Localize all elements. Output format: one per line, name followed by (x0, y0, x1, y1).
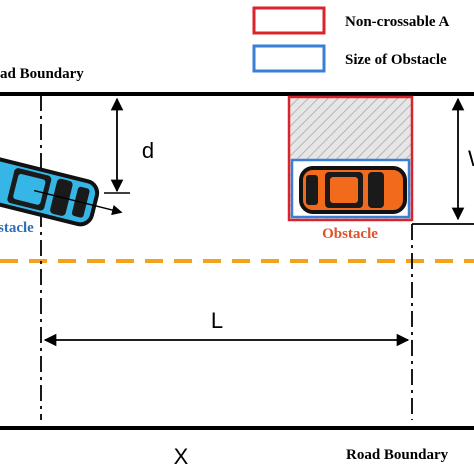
legend-non-crossable-swatch (252, 6, 326, 35)
ego-label-partial: stacle (0, 220, 34, 236)
top-boundary-label: ad Boundary (0, 66, 84, 82)
obstacle-label: Obstacle (322, 226, 378, 242)
ego-car (0, 157, 123, 227)
legend-obstacle-size-label: Size of Obstacle (345, 52, 447, 68)
l-label: L (211, 308, 223, 333)
x-axis-label: X (174, 444, 189, 469)
w-label: W (468, 146, 474, 171)
d-label: d (142, 138, 154, 163)
bottom-boundary-label: Road Boundary (346, 447, 449, 463)
legend-non-crossable-label: Non-crossable A (345, 14, 449, 30)
obstacle-car (299, 166, 407, 214)
legend-obstacle-size-swatch (252, 44, 326, 73)
